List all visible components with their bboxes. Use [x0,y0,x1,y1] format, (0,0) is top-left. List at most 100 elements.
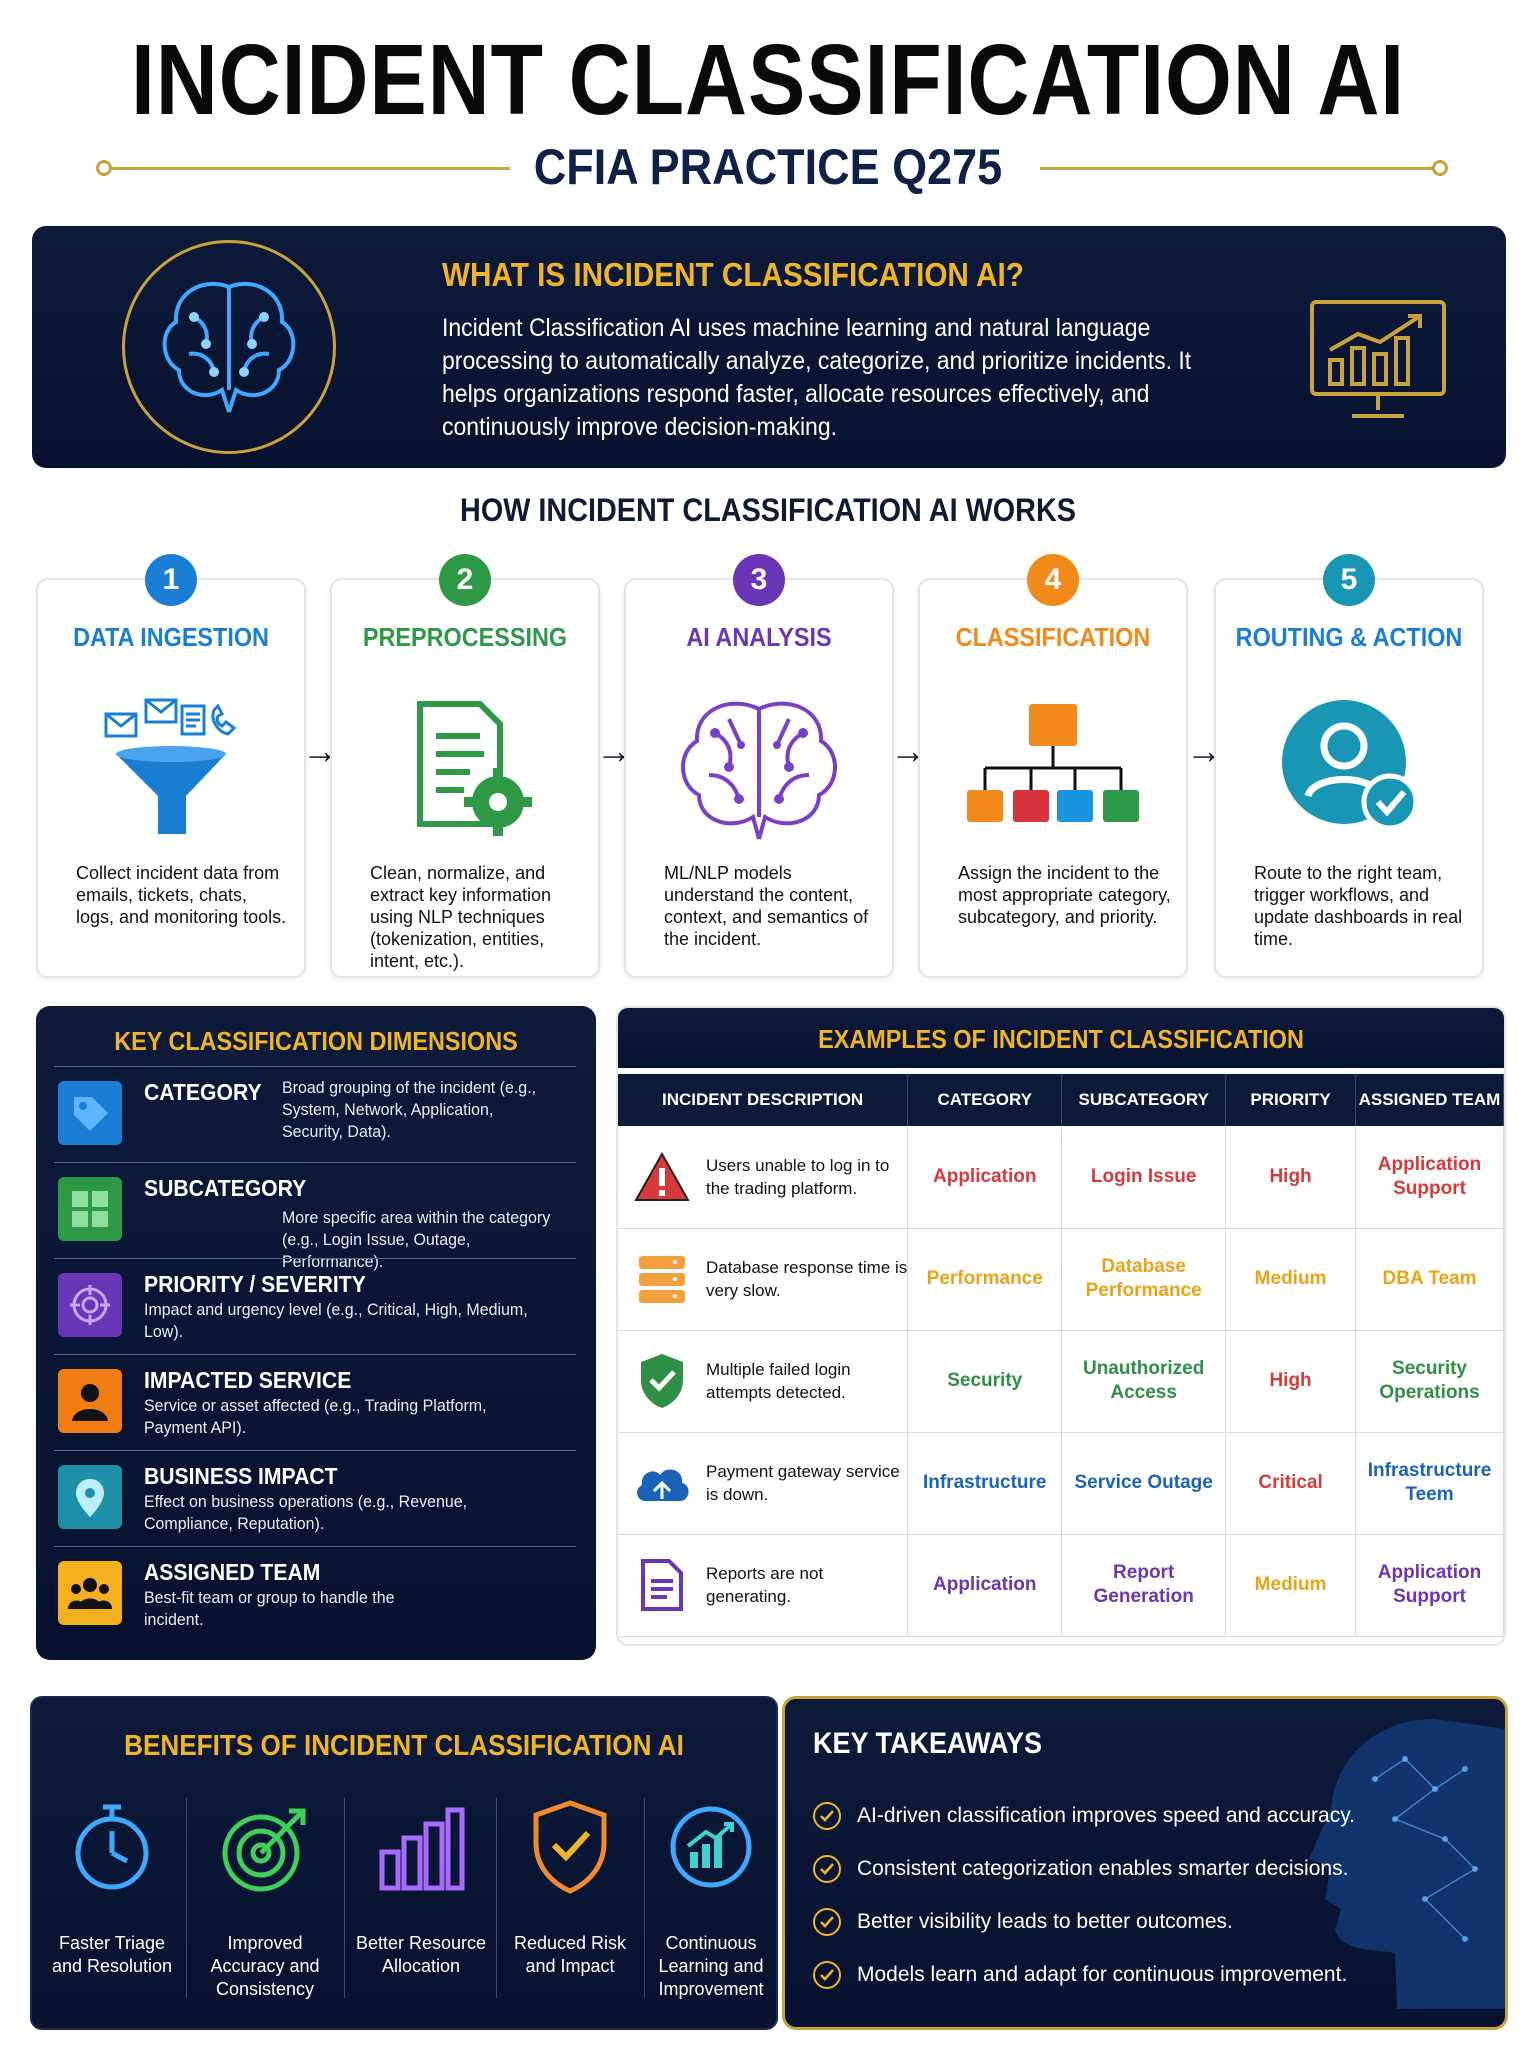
category-cell: Security [907,1330,1063,1433]
divider-dot-right [1432,160,1448,176]
examples-header: EXAMPLES OF INCIDENT CLASSIFICATION [618,1008,1504,1068]
dimension-name: ASSIGNED TEAM [144,1559,321,1585]
table-row: Reports are not generating. Application … [618,1534,1504,1637]
page-subtitle: CFIA PRACTICE Q275 [533,139,1003,195]
database-icon [626,1249,698,1309]
location-pin-icon [58,1465,122,1529]
step-number: 3 [733,554,785,606]
dimension-desc: More specific area within the category (… [282,1208,551,1271]
category-cell: Infrastructure [907,1432,1063,1535]
team-icon [58,1561,122,1625]
takeaway-item: Consistent categorization enables smarte… [813,1842,1355,1895]
target-arrow-icon [190,1792,340,1902]
benefit-item: Faster Triage and Resolution [42,1792,182,2012]
table-row: Database response time is very slow. Per… [618,1228,1504,1331]
team-cell: Application Support [1355,1126,1504,1229]
step-classification: 4 CLASSIFICATION Assign the incident to … [918,554,1188,978]
takeaway-text: Consistent categorization enables smarte… [857,1856,1349,1880]
table-row: Multiple failed login attempts detected.… [618,1330,1504,1433]
takeaway-item: Models learn and adapt for continuous im… [813,1948,1355,2001]
divider-dot-left [96,160,112,176]
step-routing-action: 5 ROUTING & ACTION Route to the right te… [1214,554,1484,978]
subcategory-cell: Login Issue [1061,1126,1227,1229]
team-cell: Application Support [1355,1534,1504,1637]
hierarchy-icon [920,674,1186,864]
step-title: DATA INGESTION [73,622,269,652]
priority-cell: Medium [1225,1534,1357,1637]
dimension-row: CATEGORY Broad grouping of the incident … [54,1066,576,1162]
incident-description: Payment gateway service is down. [706,1462,900,1504]
incident-description: Multiple failed login attempts detected. [706,1360,851,1402]
shield-icon [500,1792,640,1902]
benefit-label: Reduced Risk and Impact [513,1933,627,1976]
step-title: AI ANALYSIS [686,622,832,652]
funnel-icon [38,674,304,864]
examples-heading: EXAMPLES OF INCIDENT CLASSIFICATION [818,1024,1304,1054]
user-check-icon [1216,674,1482,864]
dimension-row: PRIORITY / SEVERITY Impact and urgency l… [54,1258,576,1354]
priority-cell: High [1225,1330,1357,1433]
column-header: CATEGORY [907,1070,1063,1126]
how-heading: HOW INCIDENT CLASSIFICATION AI WORKS [460,492,1076,528]
dimension-row: SUBCATEGORY More specific area within th… [54,1162,576,1271]
step-title: PREPROCESSING [362,622,568,652]
step-text: Route to the right team, trigger workflo… [1254,863,1463,949]
team-cell: Infrastructure Teem [1355,1432,1504,1535]
dimension-desc: Impact and urgency level (e.g., Critical… [144,1300,528,1341]
category-cell: Application [907,1534,1063,1637]
benefit-item: Reduced Risk and Impact [500,1792,640,2012]
subcategory-cell: Service Outage [1061,1432,1227,1535]
table-header-row: INCIDENT DESCRIPTION CATEGORY SUBCATEGOR… [618,1070,1504,1126]
step-title: ROUTING & ACTION [1235,622,1463,652]
benefit-label: Faster Triage and Resolution [51,1933,173,1976]
takeaway-text: Models learn and adapt for continuous im… [857,1962,1348,1986]
examples-table: INCIDENT DESCRIPTION CATEGORY SUBCATEGOR… [618,1070,1504,1637]
dimensions-panel: KEY CLASSIFICATION DIMENSIONS CATEGORY B… [36,1006,596,1660]
stopwatch-icon [42,1792,182,1902]
brain-icon [122,240,336,454]
dimension-name: BUSINESS IMPACT [144,1463,338,1489]
step-number: 4 [1027,554,1079,606]
shield-check-icon [626,1351,698,1411]
bar-chart-icon [348,1792,494,1902]
step-text: ML/NLP models understand the content, co… [664,863,869,949]
benefits-panel: BENEFITS OF INCIDENT CLASSIFICATION AI F… [30,1696,778,2030]
subcategory-cell: Database Performance [1061,1228,1227,1331]
target-icon [58,1273,122,1337]
dimension-desc: Effect on business operations (e.g., Rev… [144,1492,468,1533]
takeaway-item: AI-driven classification improves speed … [813,1789,1355,1842]
column-header: PRIORITY [1225,1070,1357,1126]
divider [344,1798,345,1998]
dimension-name: PRIORITY / SEVERITY [144,1271,366,1297]
benefit-item: Better Resource Allocation [348,1792,494,2012]
table-row: Payment gateway service is down. Infrast… [618,1432,1504,1535]
subcategory-cell: Report Generation [1061,1534,1227,1637]
column-header: ASSIGNED TEAM [1355,1070,1504,1126]
dimension-desc: Broad grouping of the incident (e.g., Sy… [282,1078,537,1141]
divider-left [106,167,510,170]
brain-icon [626,674,892,864]
dimension-name: IMPACTED SERVICE [144,1367,352,1393]
benefit-item: Improved Accuracy and Consistency [190,1792,340,2012]
dimension-row: BUSINESS IMPACT Effect on business opera… [54,1450,576,1546]
grid-icon [58,1177,122,1241]
step-number: 1 [145,554,197,606]
divider [644,1798,645,1998]
step-text: Assign the incident to the most appropri… [958,863,1171,927]
takeaway-text: AI-driven classification improves speed … [857,1803,1356,1827]
cloud-icon [626,1453,698,1513]
step-ai-analysis: 3 AI ANALYSIS ML/NLP models understand t… [624,554,894,978]
priority-cell: Critical [1225,1432,1357,1535]
dimension-name: CATEGORY [144,1079,262,1105]
growth-chart-icon [648,1792,774,1902]
tag-icon [58,1081,122,1145]
dimension-name: SUBCATEGORY [144,1175,307,1201]
step-text: Clean, normalize, and extract key inform… [370,863,552,971]
priority-cell: Medium [1225,1228,1357,1331]
step-title: CLASSIFICATION [955,622,1151,652]
priority-cell: High [1225,1126,1357,1229]
check-circle-icon [813,1907,841,1936]
person-icon [58,1369,122,1433]
ai-head-icon [1285,1709,1505,2027]
category-cell: Performance [907,1228,1063,1331]
